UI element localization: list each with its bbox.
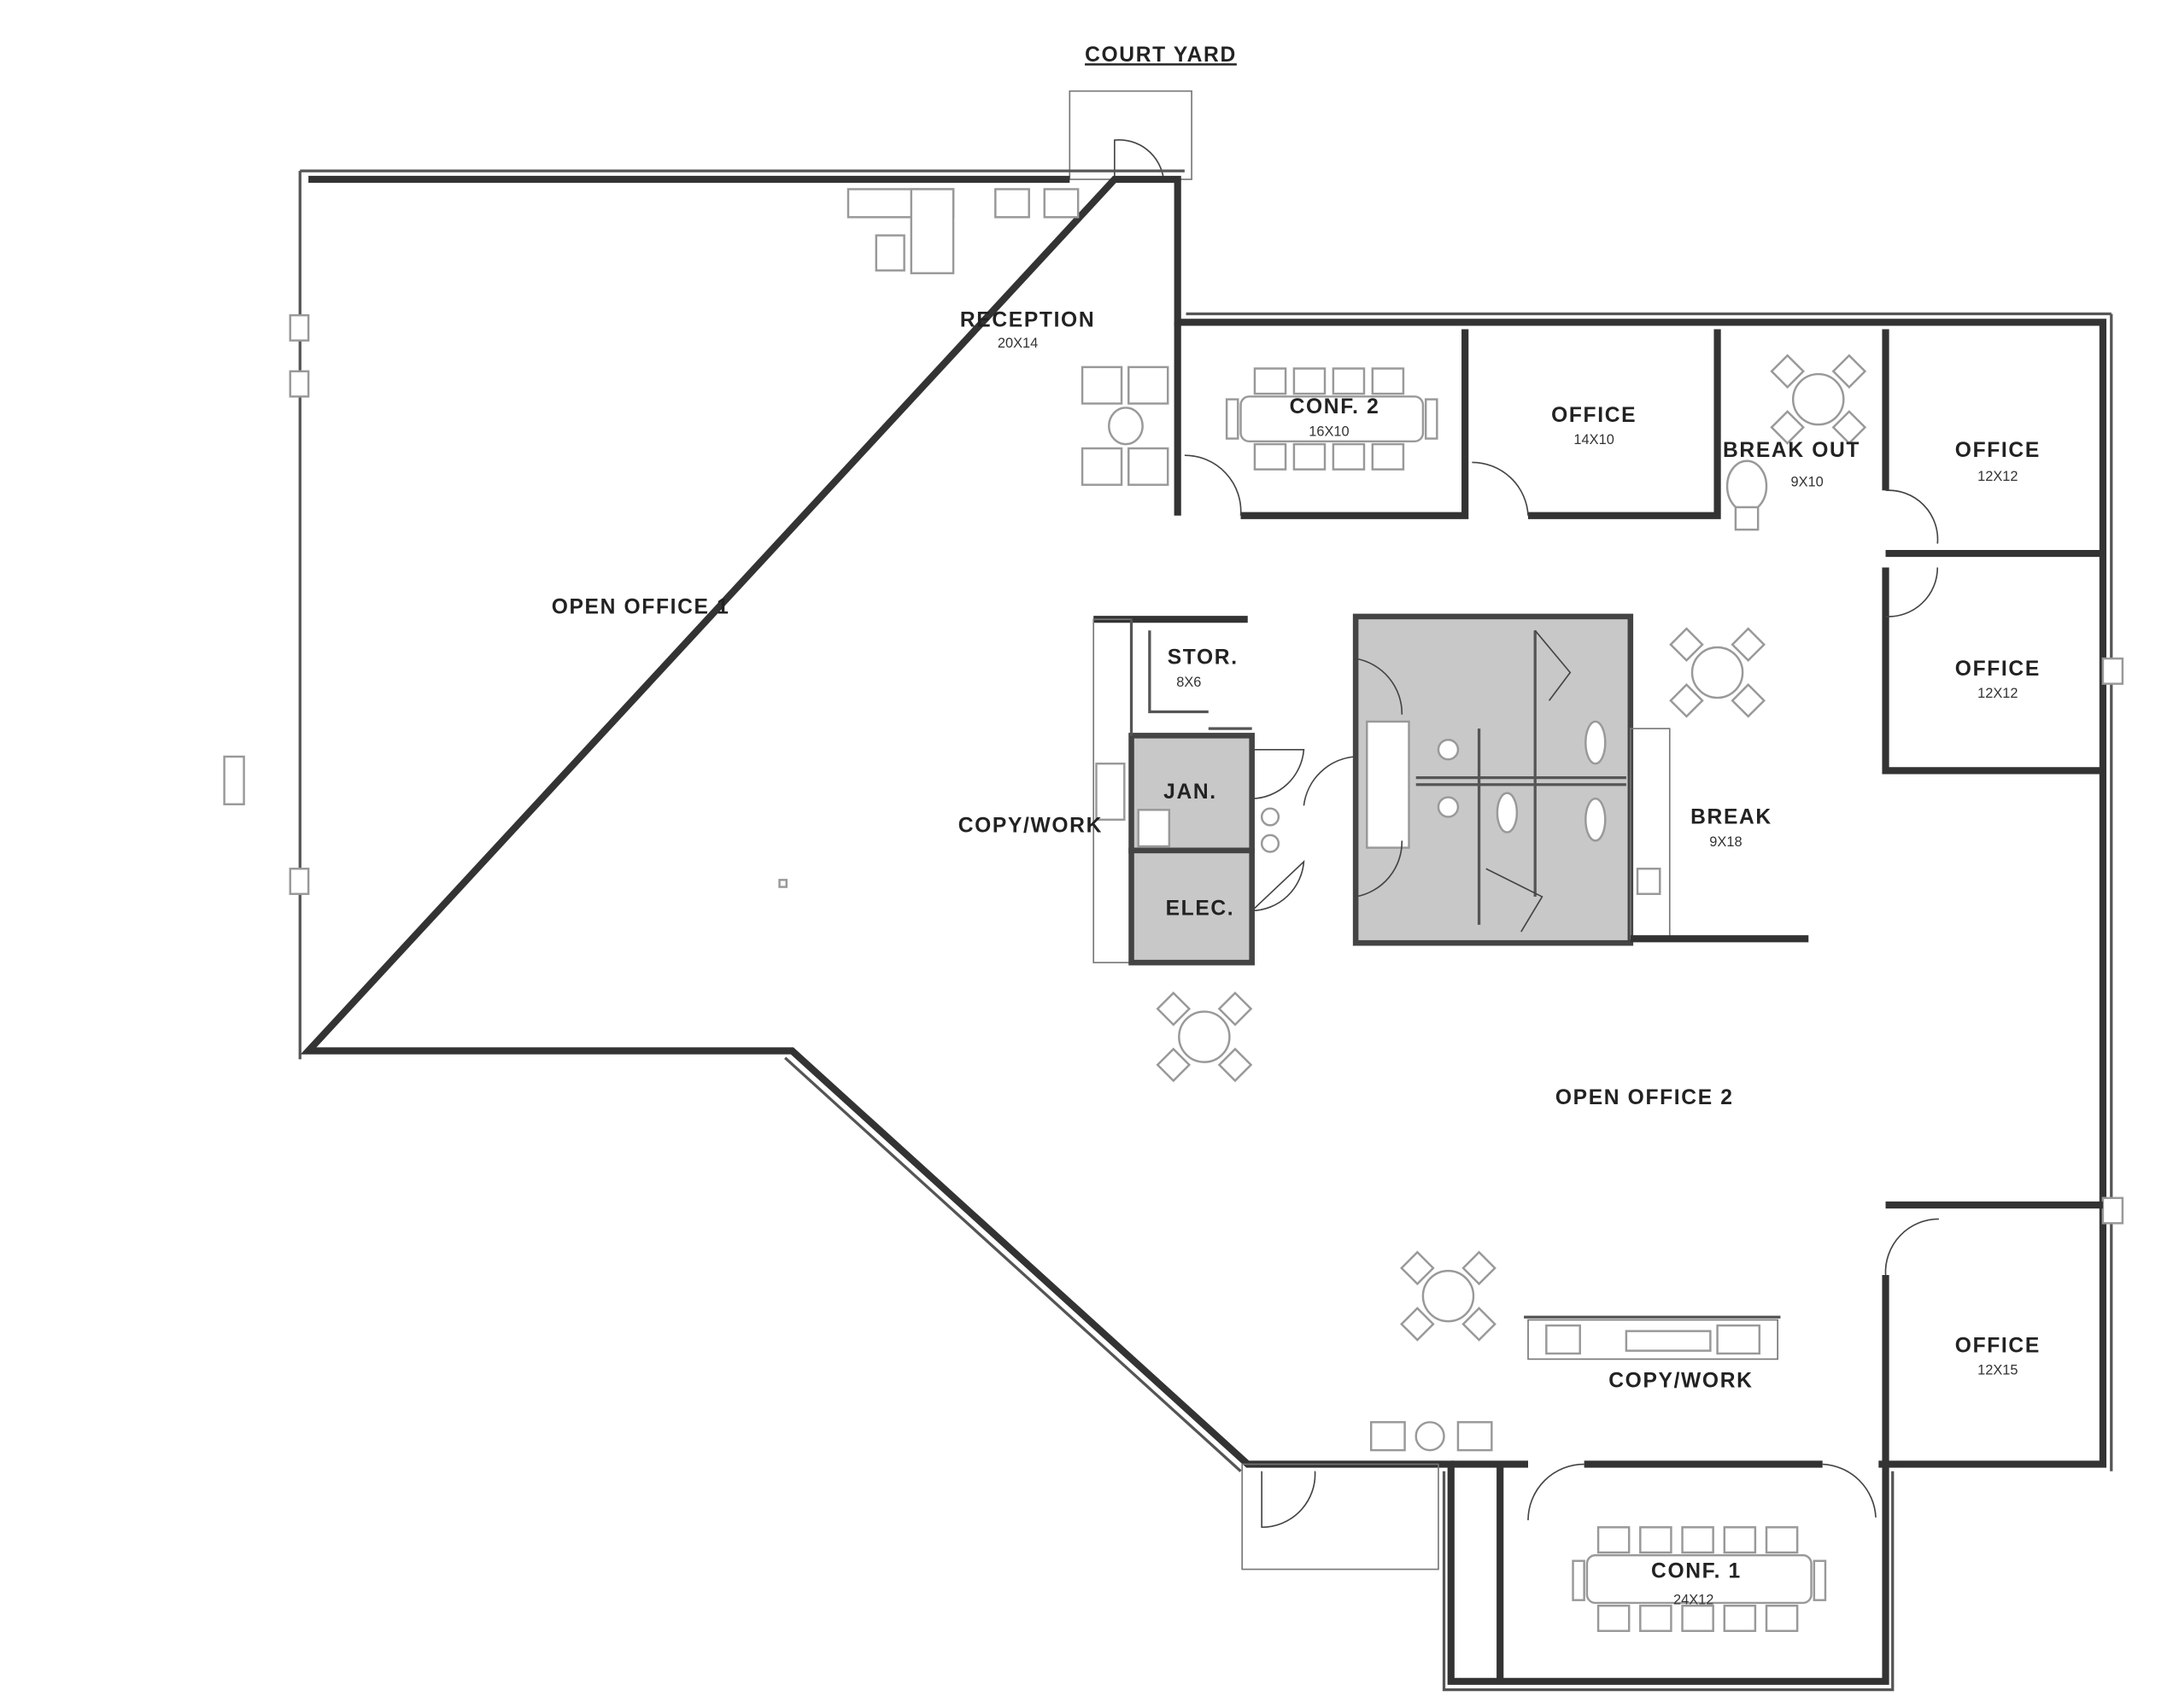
- room-label-electrical: ELEC.: [1166, 897, 1235, 920]
- conference-room-1: [1450, 1460, 1886, 1682]
- north-room-walls: [1174, 322, 2103, 775]
- room-label-office-1: OFFICE: [1551, 404, 1637, 427]
- breakout-table: [1725, 354, 1867, 531]
- room-label-conf-2: CONF. 2: [1290, 395, 1380, 418]
- room-label-copy-work-1: COPY/WORK: [958, 815, 1103, 838]
- entry-vestibule: [1241, 1463, 1439, 1571]
- room-label-janitor: JAN.: [1163, 781, 1217, 804]
- room-label-conf-1: CONF. 1: [1651, 1559, 1742, 1582]
- room-label-open-office-2: OPEN OFFICE 2: [1555, 1086, 1734, 1109]
- room-size-office-2: 12X12: [1977, 469, 2018, 484]
- break-counter: [1630, 728, 1809, 943]
- reception-furniture: [846, 188, 1169, 486]
- room-label-office-4: OFFICE: [1955, 1334, 2041, 1357]
- service-core: [1092, 616, 1305, 966]
- room-size-reception: 20X14: [998, 336, 1038, 351]
- room-size-office-4: 12X15: [1977, 1363, 2018, 1378]
- room-size-conf-1: 24X12: [1673, 1593, 1713, 1608]
- copy-work-counter: [1369, 1315, 1781, 1452]
- room-label-office-2: OFFICE: [1955, 439, 2041, 462]
- room-size-storage: 8X6: [1176, 675, 1201, 690]
- column: [778, 879, 788, 888]
- break-table: [1669, 627, 1766, 718]
- room-size-office-3: 12X12: [1977, 686, 2018, 701]
- room-label-office-3: OFFICE: [1955, 658, 2041, 681]
- room-label-break: BREAK: [1690, 806, 1772, 829]
- room-label-open-office-1: OPEN OFFICE 1: [552, 596, 730, 619]
- open-office-table-1: [1156, 991, 1253, 1083]
- southeast-office-walls: [1882, 1201, 2103, 1465]
- room-label-storage: STOR.: [1168, 646, 1239, 670]
- room-label-break-out: BREAK OUT: [1723, 439, 1860, 462]
- restrooms: [1303, 613, 1634, 946]
- courtyard-vestibule: [1069, 90, 1192, 180]
- room-size-break-out: 9X10: [1790, 474, 1823, 489]
- room-label-reception: RECEPTION: [960, 308, 1095, 331]
- room-label-copy-work-2: COPY/WORK: [1608, 1369, 1753, 1392]
- open-office-table-2: [1400, 1250, 1496, 1342]
- room-size-break: 9X18: [1709, 834, 1742, 850]
- courtyard-label: COURT YARD: [1085, 44, 1237, 67]
- room-size-conf-2: 16X10: [1309, 424, 1349, 439]
- room-size-office-1: 14X10: [1573, 432, 1614, 447]
- conference-table-2: [1225, 367, 1438, 471]
